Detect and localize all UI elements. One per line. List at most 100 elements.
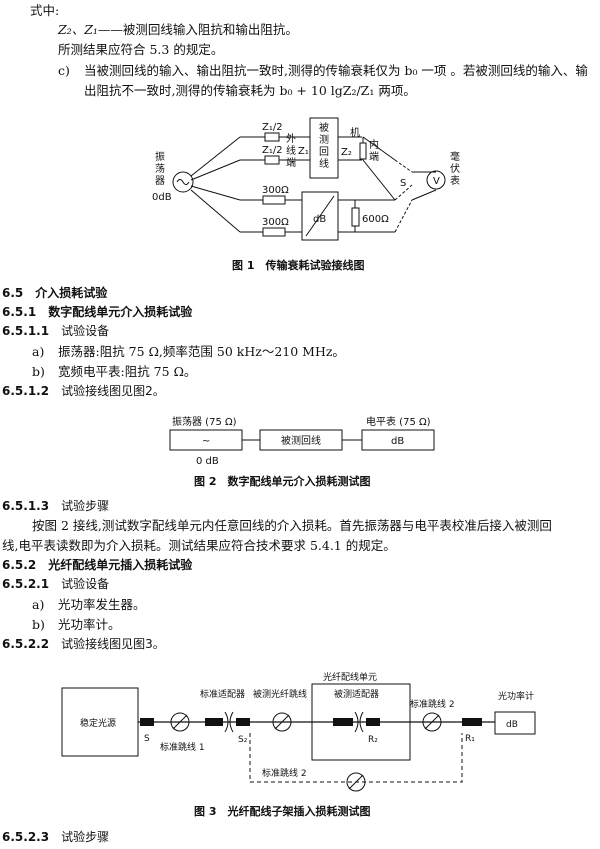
section-6-5-1-3-para-2: 线,电平表读数即为介入损耗。测试结果应符合技术要求 5.4.1 的规定。 — [2, 538, 396, 553]
fig3-unit-title: 光纤配线单元 — [323, 671, 377, 683]
fig2-meter-symbol: dB — [391, 436, 404, 447]
fig3-s: S — [144, 734, 150, 744]
fig1-attenuator-box — [301, 191, 339, 241]
where-desc: ——被测回线输入阻抗和输出阻抗。 — [97, 22, 298, 37]
fig3-power-meter: 光功率计 — [498, 690, 534, 702]
equip-item-b: 宽频电平表:阻抗 75 Ω。 — [58, 364, 197, 379]
fig1-300-top: 300Ω — [262, 185, 289, 196]
fig1-ext-char-1: 外 — [286, 133, 296, 145]
fiber-equip-b: 光功率计。 — [58, 617, 121, 632]
fig3-std-adapter-right — [229, 711, 234, 733]
fig1-vm-char-2: 伏 — [450, 162, 460, 175]
equip-item-a: 振荡器:阻抗 75 Ω,频率范围 50 kHz～210 MHz。 — [58, 344, 345, 359]
fig3-connector-b — [236, 718, 250, 726]
fig3-bypass-coil — [346, 772, 366, 792]
fig1-z1-half-top: Z₁/2 — [262, 122, 283, 133]
fig3-tested-adapter-right — [359, 711, 364, 733]
section-6-5-2-1-heading: 6.5.2.1 试验设备 — [2, 577, 110, 591]
fig3-tested-adapter: 被测适配器 — [334, 688, 379, 700]
fig3-connector-a — [205, 718, 223, 726]
fig3-std-adapter: 标准适配器 — [200, 688, 245, 700]
fig1-z1-half-bottom: Z₁/2 — [262, 145, 283, 156]
section-6-5-2-3-heading: 6.5.2.3 试验步骤 — [2, 830, 110, 844]
fig3-std-jumper-2-bottom: 标准跳线 2 — [262, 767, 307, 779]
fig3-meter-box — [494, 711, 536, 735]
fig1-osc-char-1: 振 — [155, 150, 165, 163]
fig3-std-adapter-left — [224, 711, 229, 733]
fig3-meter-symbol: dB — [506, 720, 518, 730]
section-6-5-1-3-para-1: 按图 2 接线,测试数字配线单元内任意回线的介入损耗。首先振荡器与电平表校准后接… — [32, 518, 552, 533]
fig3-jumper-1-coil — [170, 712, 190, 732]
fiber-equip-a: 光功率发生器。 — [58, 597, 146, 612]
fig3-source-label: 稳定光源 — [80, 717, 116, 729]
where-clause: Z₂、Z₁——被测回线输入阻抗和输出阻抗。 — [58, 22, 298, 38]
section-6-5-1-2-heading: 6.5.1.2 试验接线图见图2。 — [2, 384, 165, 398]
fig2-line-label: 被测回线 — [281, 434, 321, 447]
fig1-osc-char-2: 荡 — [155, 163, 165, 175]
section-6-5-2-2-heading: 6.5.2.2 试验接线图见图3。 — [2, 637, 165, 651]
section-6-5-heading: 6.5 介入损耗试验 — [2, 286, 108, 300]
fig3-tested-adapter-left — [354, 711, 359, 733]
section-6-5-1-3-heading: 6.5.1.3 试验步骤 — [2, 499, 110, 513]
result-note: 所测结果应符合 5.3 的规定。 — [58, 42, 224, 57]
fig1-attenuator-label: dB — [313, 214, 326, 225]
fig3-std-jumper-1: 标准跳线 1 — [160, 741, 205, 753]
equip-item-b-marker: b) — [32, 364, 45, 379]
fig3-r2: R₂ — [368, 735, 378, 745]
fig1-dev-char-4: 线 — [319, 157, 329, 170]
fig1-ext-char-3: 端 — [286, 156, 296, 169]
fig3-s2: S₂ — [238, 735, 248, 745]
figure3-caption: 图 3 光纤配线子架插入损耗测试图 — [194, 805, 371, 818]
fig3-connector-r2 — [366, 718, 380, 726]
intro-label: 式中: — [30, 3, 60, 18]
fig1-vm-char-3: 表 — [450, 174, 460, 187]
fig3-connector-c — [333, 718, 353, 726]
fig1-600-label: 600Ω — [362, 214, 389, 225]
fig1-dev-char-3: 回 — [319, 146, 329, 158]
where-vars: Z₂、Z₁ — [58, 22, 98, 37]
fig1-osc-char-3: 器 — [155, 175, 165, 187]
fig1-300-bottom: 300Ω — [262, 217, 289, 228]
fig3-r1: R₁ — [465, 734, 475, 744]
fig3-tested-jumper: 被测光纤跳线 — [253, 688, 307, 700]
fiber-equip-b-marker: b) — [32, 617, 45, 632]
fig1-device-box — [309, 117, 339, 179]
fig1-ext-z: Z₁ — [298, 146, 309, 157]
fig1-dev-char-2: 测 — [319, 133, 329, 146]
fig2-osc-symbol: ~ — [202, 436, 210, 447]
fig3-connector-s — [140, 718, 154, 726]
item-c-line1: 当被测回线的输入、输出阻抗一致时,测得的传输衰耗仅为 b₀ 一项 。若被测回线的… — [84, 63, 588, 78]
fig1-machine-char-2: 内 — [369, 138, 379, 151]
equip-item-a-marker: a) — [32, 344, 45, 359]
item-c-line2: 出阻抗不一致时,测得的传输衰耗为 b₀ + 10 lgZ₂/Z₁ 两项。 — [84, 83, 416, 98]
fig1-voltmeter-v: V — [433, 176, 440, 187]
fig1-sine-icon — [176, 179, 190, 185]
fig1-vm-char-1: 毫 — [450, 150, 460, 163]
fig2-osc-label: 振荡器 (75 Ω) — [172, 415, 237, 428]
fig1-machine-char-1: 机 — [350, 126, 360, 139]
fig3-tested-jumper-coil — [272, 712, 292, 732]
fig3-connector-r1 — [462, 718, 482, 726]
fig3-std-jumper-2: 标准跳线 2 — [410, 698, 455, 710]
fig1-oscillator-symbol — [172, 171, 194, 193]
fig1-machine-z: Z₂ — [341, 147, 352, 158]
fig1-dev-char-1: 被 — [319, 121, 329, 134]
fiber-equip-a-marker: a) — [32, 597, 45, 612]
fig1-voltmeter-symbol — [426, 170, 446, 190]
fig2-meter-box — [361, 429, 435, 451]
fig1-osc-level: 0dB — [152, 192, 172, 203]
section-6-5-1-1-heading: 6.5.1.1 试验设备 — [2, 324, 110, 338]
item-c-marker: c) — [58, 63, 70, 78]
fig3-jumper-2-coil — [422, 712, 442, 732]
fig1-machine-char-3: 端 — [369, 150, 379, 163]
fig2-meter-label: 电平表 (75 Ω) — [366, 415, 431, 428]
figure2-caption: 图 2 数字配线单元介入损耗测试图 — [194, 475, 371, 488]
section-6-5-1-heading: 6.5.1 数字配线单元介入损耗试验 — [2, 305, 193, 319]
figure1-caption: 图 1 传输衰耗试验接线图 — [232, 259, 365, 272]
section-6-5-2-heading: 6.5.2 光纤配线单元插入损耗试验 — [2, 558, 193, 572]
fig1-ext-char-2: 线 — [286, 144, 296, 157]
fig1-switch-label: S — [400, 178, 406, 189]
